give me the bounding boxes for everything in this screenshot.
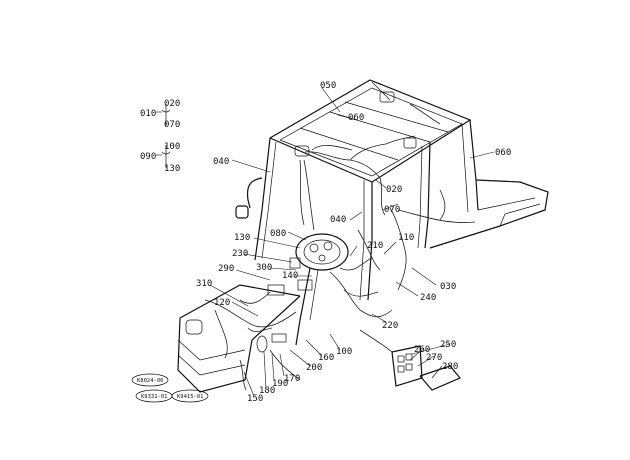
label-080: 080 <box>270 229 286 239</box>
label-270: 270 <box>426 353 442 363</box>
label-200: 200 <box>306 363 322 373</box>
label-290: 290 <box>218 264 234 274</box>
label-050: 050 <box>320 81 336 91</box>
badge-k8024-label: K8024-00 <box>137 378 164 384</box>
label-260: 260 <box>414 345 430 355</box>
label-010: 010 <box>140 109 156 119</box>
label-030: 030 <box>440 282 456 292</box>
label-210: 210 <box>367 241 383 251</box>
label-150: 150 <box>247 394 263 404</box>
label-020-key: 020 <box>164 99 180 109</box>
reference-badges: K8024-00 K9331-01 K9415-01 <box>131 373 209 403</box>
label-070: 070 <box>384 205 400 215</box>
label-060-roof: 060 <box>348 113 364 123</box>
label-040-mid: 040 <box>330 215 346 225</box>
label-110: 110 <box>398 233 414 243</box>
label-180: 180 <box>259 386 275 396</box>
label-090: 090 <box>140 152 156 162</box>
label-130-key: 130 <box>164 164 180 174</box>
label-310: 310 <box>196 279 212 289</box>
part-range-key <box>156 104 171 168</box>
label-040-top: 040 <box>213 157 229 167</box>
label-170: 170 <box>284 374 300 384</box>
badge-k9331-label: K9331-01 <box>141 394 168 400</box>
label-250: 250 <box>440 340 456 350</box>
label-120: 120 <box>214 298 230 308</box>
label-240: 240 <box>420 293 436 303</box>
leader-lines <box>209 87 495 397</box>
label-100: 100 <box>336 347 352 357</box>
badge-k8024 <box>131 373 169 387</box>
label-280: 280 <box>442 362 458 372</box>
hood-and-dash <box>177 229 393 393</box>
label-300: 300 <box>256 263 272 273</box>
badge-k9415 <box>171 389 209 403</box>
cab-frame <box>235 79 549 301</box>
badge-k9415-label: K9415-01 <box>177 394 204 400</box>
label-220: 220 <box>382 321 398 331</box>
part-labels: 010 020 070 090 100 130 050 060 060 040 … <box>140 81 511 404</box>
label-230: 230 <box>232 249 248 259</box>
label-020: 020 <box>386 185 402 195</box>
label-160: 160 <box>318 353 334 363</box>
fuse-box-assembly <box>359 329 461 391</box>
label-140: 140 <box>282 271 298 281</box>
label-070-key: 070 <box>164 120 180 130</box>
label-100-key: 100 <box>164 142 180 152</box>
roof-wiring <box>299 103 476 291</box>
label-130: 130 <box>234 233 250 243</box>
label-060-rear: 060 <box>495 148 511 158</box>
label-190: 190 <box>272 379 288 389</box>
